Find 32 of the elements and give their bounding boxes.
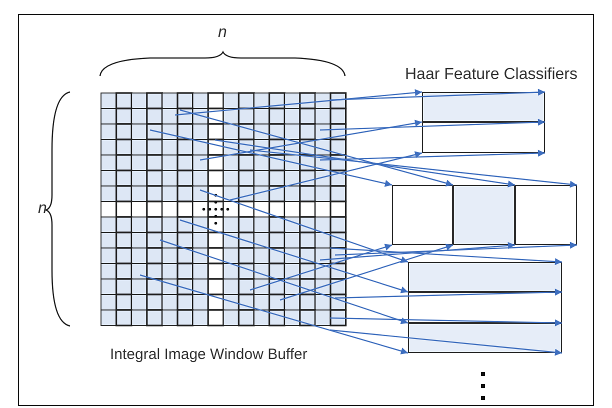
- arrow: [320, 118, 546, 131]
- feature-rectangle: [422, 92, 545, 122]
- feature-rectangle: [408, 323, 562, 353]
- arrow: [200, 189, 408, 264]
- feature-rectangle: [453, 185, 515, 245]
- arrow: [330, 329, 562, 356]
- feature-rectangle: [392, 185, 453, 245]
- arrow: [180, 109, 454, 187]
- caption-text: Integral Image Window Buffer: [110, 346, 308, 363]
- arrow: [250, 149, 578, 188]
- arrow: [250, 244, 392, 291]
- arrow: [214, 139, 516, 188]
- arrow: [280, 244, 454, 301]
- heading-text: Haar Feature Classifiers: [405, 66, 578, 84]
- arrow: [330, 88, 546, 101]
- arrow: [320, 242, 516, 261]
- arrow: [320, 150, 546, 161]
- feature-rectangle: [408, 292, 562, 323]
- dimension-label: n: [38, 200, 47, 218]
- arrow: [180, 219, 408, 294]
- arrow: [330, 247, 562, 266]
- dimension-label: n: [218, 24, 227, 42]
- arrow: [200, 120, 422, 161]
- feature-rectangle: [408, 262, 562, 292]
- arrow: [330, 317, 562, 326]
- arrow: [140, 274, 408, 354]
- arrow: [174, 89, 422, 116]
- arrow: [230, 151, 422, 201]
- feature-rectangle: [422, 122, 545, 153]
- feature-rectangle: [515, 185, 577, 245]
- arrow: [334, 288, 562, 299]
- arrow: [334, 242, 578, 256]
